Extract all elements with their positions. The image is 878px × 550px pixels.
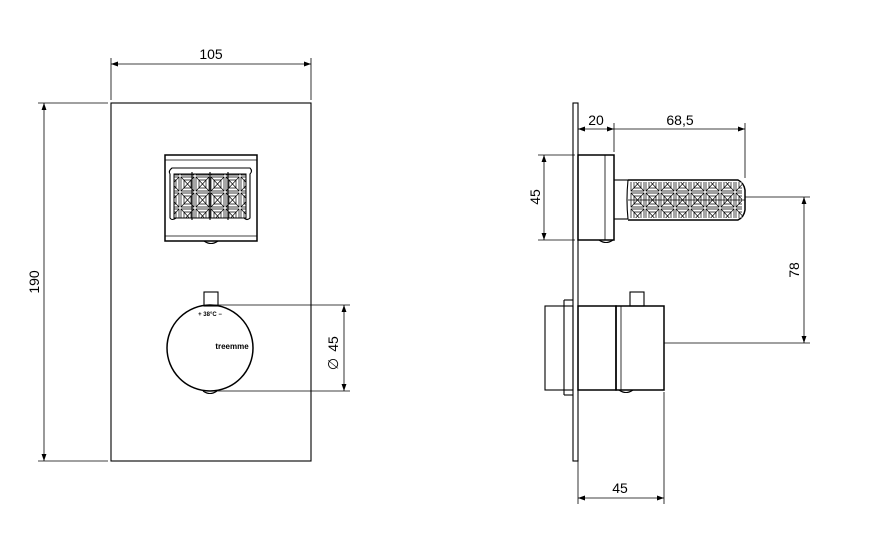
temperature-marking: + 38°C − bbox=[198, 312, 222, 318]
side-view: 20 68,5 45 78 45 bbox=[527, 102, 810, 504]
width-label: 105 bbox=[199, 46, 223, 62]
brand-label: treemme bbox=[215, 342, 249, 351]
axis-spacing-label: 78 bbox=[786, 262, 802, 278]
diameter-symbol: ∅ bbox=[325, 358, 341, 370]
dimension-plate-offset: 20 bbox=[577, 112, 615, 152]
thermostatic-knob-front: + 38°C − treemme bbox=[166, 291, 254, 395]
front-plate bbox=[110, 102, 312, 462]
diverter-handle-front bbox=[164, 154, 258, 245]
dimension-axis-spacing: 78 bbox=[664, 196, 810, 344]
dimension-width: 105 bbox=[110, 46, 312, 100]
diverter-handle-side bbox=[577, 154, 746, 244]
dimension-body-height: 45 bbox=[527, 154, 575, 241]
dimension-handle-length: 68,5 bbox=[614, 112, 746, 178]
plate-offset-label: 20 bbox=[588, 112, 604, 128]
dimension-depth: 45 bbox=[577, 392, 665, 504]
thermostat-body-side bbox=[544, 291, 665, 396]
knob-diameter-label: 45 bbox=[325, 336, 341, 352]
body-height-label: 45 bbox=[527, 189, 543, 205]
front-view: + 38°C − treemme 105 190 ∅ 45 bbox=[26, 46, 350, 462]
height-label: 190 bbox=[26, 270, 42, 294]
dimension-height: 190 bbox=[26, 102, 108, 462]
side-plate bbox=[572, 102, 579, 462]
dimension-knob-diameter: ∅ 45 bbox=[210, 304, 350, 392]
depth-label: 45 bbox=[612, 480, 628, 496]
handle-length-label: 68,5 bbox=[666, 112, 693, 128]
